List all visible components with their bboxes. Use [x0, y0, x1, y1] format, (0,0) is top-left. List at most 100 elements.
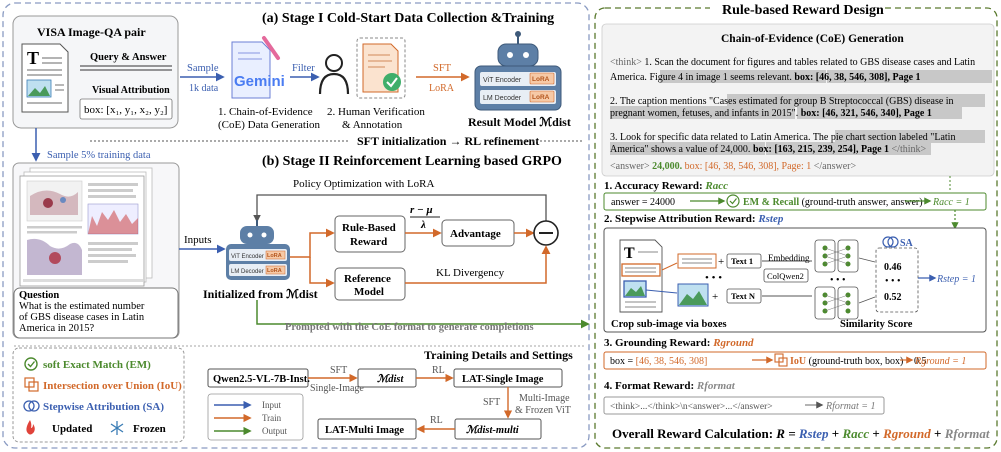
- svg-text:IoU (ground-truth box, box) >: IoU (ground-truth box, box) > 0.5: [790, 356, 926, 367]
- overall-label: Overall Reward Calculation: R = Rstep + …: [612, 426, 990, 441]
- sa-icon: [882, 236, 899, 248]
- svg-text:+: +: [712, 291, 718, 303]
- lat-multi-box: [317, 418, 417, 440]
- svg-text:LAT-Multi Image: LAT-Multi Image: [325, 425, 404, 436]
- rule-reward-box: [334, 215, 406, 253]
- robot-icon: ViT Encoder LM Decoder LoRA LoRA: [474, 31, 562, 111]
- svg-text:0.46: 0.46: [884, 262, 902, 273]
- visa-title: VISA Image-QA pair: [37, 25, 146, 39]
- svg-text:Similarity Score: Similarity Score: [840, 319, 913, 330]
- step1-line1: 1. Chain-of-Evidence: [218, 106, 313, 118]
- right-title: Rule-based Reward Design: [722, 3, 884, 18]
- verified-doc-icon: [356, 37, 406, 99]
- svg-text:Chain-of-Evidence (CoE) Genera: Chain-of-Evidence (CoE) Generation: [721, 33, 904, 45]
- svg-text:T: T: [624, 245, 635, 262]
- svg-text:America" shows a value of 24,0: America" shows a value of 24,000. box: […: [610, 144, 927, 155]
- sa-icon: [23, 400, 40, 412]
- ground-box: [603, 351, 987, 370]
- reference-l2: Model: [354, 286, 384, 298]
- svg-text:LAT-Single Image: LAT-Single Image: [462, 374, 544, 385]
- legend-updated: Updated: [52, 423, 92, 435]
- legend-em: soft Exact Match (EM): [43, 359, 151, 371]
- svg-text:Text N: Text N: [731, 291, 756, 301]
- policy-label: Policy Optimization with LoRA: [293, 178, 435, 190]
- robot-icon: ViT Encoder LM Decoder LoRA LoRA: [226, 220, 290, 280]
- format-box: [603, 396, 885, 415]
- svg-text:RL: RL: [430, 415, 443, 426]
- svg-text:• • •: • • •: [705, 272, 722, 284]
- result-model: Result Model ℳdist: [468, 115, 571, 129]
- person-icon: [318, 54, 350, 95]
- svg-text:Text 1: Text 1: [731, 256, 753, 266]
- svg-text:answer = 24000: answer = 24000: [611, 197, 675, 208]
- formula-den: λ: [420, 219, 426, 231]
- svg-text:LoRA: LoRA: [532, 76, 550, 83]
- rule-reward-l1: Rule-Based: [342, 222, 396, 234]
- svg-text:Rground = 1: Rground = 1: [914, 356, 966, 367]
- svg-text:ColQwen2: ColQwen2: [767, 271, 804, 281]
- svg-text:Output: Output: [262, 426, 288, 436]
- format-title: 4. Format Reward: Rformat: [604, 380, 736, 392]
- io-legend-box: [207, 393, 304, 441]
- visual-attribution: Visual Attribution: [92, 85, 170, 96]
- svg-text:Single-Image: Single-Image: [310, 383, 364, 394]
- check-circle-icon: [726, 194, 740, 208]
- svg-text:0.52: 0.52: [884, 292, 902, 303]
- svg-text:& Frozen ViT: & Frozen ViT: [515, 405, 571, 416]
- sample-pct: Sample 5% training data: [47, 150, 151, 161]
- document-icon: T: [21, 43, 69, 113]
- training-title: Training Details and Settings: [424, 348, 573, 362]
- transition-label: SFT initialization → RL refinement: [357, 134, 539, 148]
- step2-line1: 2. Human Verification: [327, 106, 425, 118]
- svg-text:ViT Encoder: ViT Encoder: [231, 254, 264, 260]
- svg-text:LM Decoder: LM Decoder: [231, 269, 264, 275]
- svg-text:LoRA: LoRA: [267, 268, 282, 274]
- svg-text:<answer> 24,000. box: [46, 38,: <answer> 24,000. box: [46, 38, 546, 308]…: [610, 161, 857, 172]
- svg-text:Input: Input: [262, 400, 281, 410]
- question-line3: America in 2015?: [19, 323, 95, 334]
- prompted-label: Prompted with the CoE format to generate…: [285, 322, 534, 333]
- svg-text:America. Figure 4 in image 1 s: America. Figure 4 in image 1 seems relev…: [610, 72, 921, 83]
- svg-text:<think>...</think>\n<answer>..: <think>...</think>\n<answer>...</answer>: [610, 402, 773, 412]
- reference-box: [334, 267, 406, 301]
- svg-text:• • •: • • •: [830, 275, 846, 286]
- svg-text:T: T: [27, 48, 39, 68]
- svg-text:ℳdist-multi: ℳdist-multi: [466, 424, 519, 436]
- iou-icon: [774, 353, 788, 367]
- svg-text:+: +: [718, 256, 724, 268]
- svg-text:Crop sub-image via boxes: Crop sub-image via boxes: [611, 319, 727, 330]
- question-line1: What is the estimated number: [19, 301, 145, 312]
- subtract-circle-icon: [533, 220, 559, 246]
- sample-count: 1k data: [189, 83, 219, 94]
- kl-arrow: [405, 245, 551, 284]
- svg-text:Qwen2.5-VL-7B-Inst.: Qwen2.5-VL-7B-Inst.: [213, 374, 310, 385]
- svg-text:ViT Encoder: ViT Encoder: [483, 77, 522, 84]
- query-answer: Query & Answer: [90, 52, 167, 63]
- question-label: Question: [19, 290, 59, 301]
- score-box: [875, 247, 919, 313]
- to-reference-arrow: [309, 257, 335, 288]
- reference-l1: Reference: [344, 273, 391, 285]
- acc-title: 1. Accuracy Reward: Racc: [604, 180, 728, 192]
- sample-label: Sample: [187, 63, 219, 74]
- svg-text:2. The caption mentions "Cases: 2. The caption mentions "Cases estimated…: [610, 96, 954, 107]
- legend-sa: Stepwise Attribution (SA): [43, 401, 164, 413]
- svg-text:Embedding: Embedding: [768, 253, 810, 263]
- svg-text:Gemini: Gemini: [234, 73, 285, 90]
- legend-box: soft Exact Match (EM) Intersection over …: [12, 347, 185, 443]
- coe-box: Chain-of-Evidence (CoE) Generation <thin…: [601, 23, 995, 177]
- stage1-title: (a) Stage I Cold-Start Data Collection &…: [262, 11, 554, 26]
- svg-text:Racc = 1: Racc = 1: [932, 197, 970, 208]
- step1-line2: (CoE) Data Generation: [218, 119, 321, 131]
- box-label: box: [x₁, y₁, x₂, y₂]: [84, 104, 167, 116]
- svg-text:EM & Recall (ground-truth answ: EM & Recall (ground-truth answer, answer…: [743, 197, 923, 208]
- iou-icon: [24, 377, 39, 392]
- svg-text:SA: SA: [900, 238, 914, 249]
- svg-text:Multi-Image: Multi-Image: [519, 393, 570, 404]
- svg-text:LoRA: LoRA: [267, 253, 282, 259]
- legend-frozen: Frozen: [133, 423, 166, 435]
- formula-num: r − μ: [410, 204, 433, 216]
- svg-text:SFT: SFT: [330, 365, 347, 376]
- svg-text:Train: Train: [262, 413, 282, 423]
